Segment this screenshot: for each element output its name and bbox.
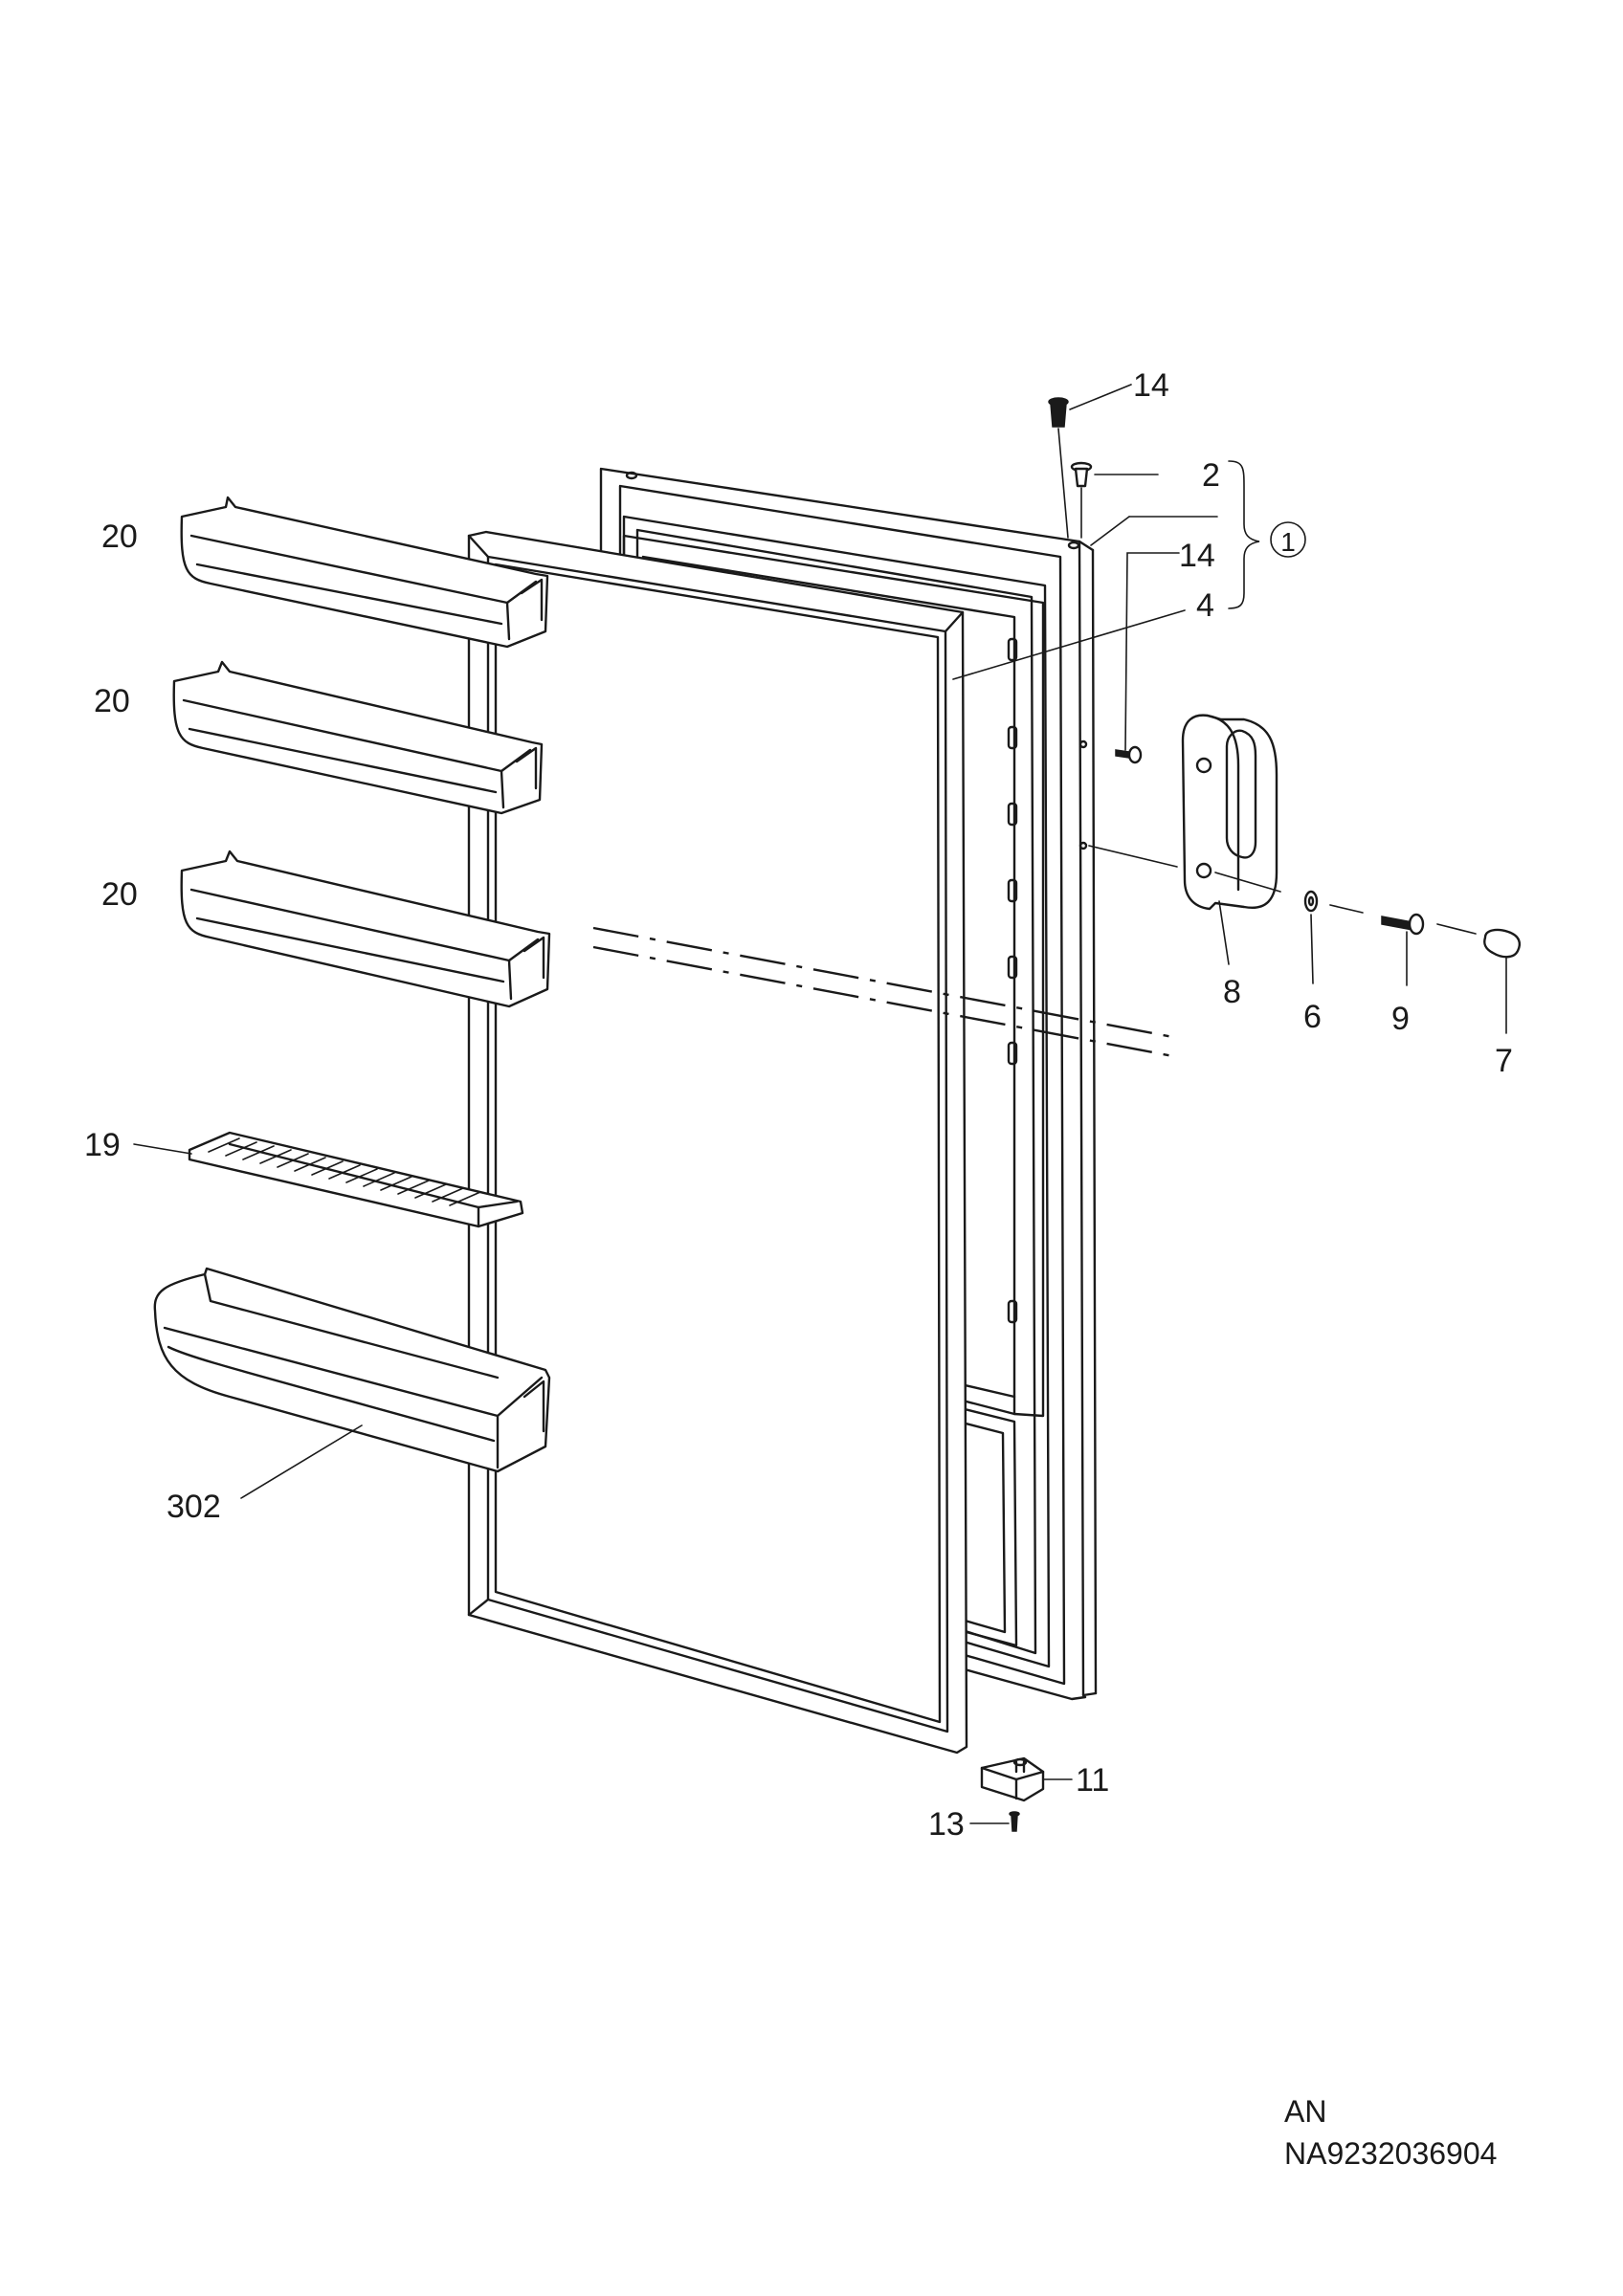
door-shelf-lower [180, 850, 551, 1008]
callout-302: 302 [167, 1489, 221, 1525]
leader-lines [133, 384, 1507, 1824]
break-lines [592, 926, 1174, 1058]
callout-2: 2 [1202, 457, 1220, 494]
door-gasket [467, 530, 968, 1755]
callout-labels: 14 2 1 14 4 20 20 20 19 302 8 6 9 7 11 1… [84, 367, 1513, 1843]
plug-part-14-top [1048, 397, 1069, 428]
callout-14-top: 14 [1133, 367, 1169, 404]
door-shelf-top [180, 496, 549, 649]
cap-part-7 [1483, 928, 1522, 959]
callout-1: 1 [1280, 527, 1296, 557]
callout-7: 7 [1495, 1043, 1513, 1079]
callout-6: 6 [1303, 999, 1322, 1035]
callout-20-middle: 20 [94, 683, 130, 719]
callout-20-top: 20 [101, 519, 138, 555]
callout-9: 9 [1391, 1001, 1410, 1037]
door-shelf-middle [172, 660, 544, 815]
drawing-code: AN NA9232036904 [1284, 2094, 1497, 2171]
bottle-shelf [153, 1267, 551, 1473]
door-handle [1181, 714, 1278, 911]
grille-shelf [188, 1131, 524, 1228]
callout-8: 8 [1223, 974, 1241, 1010]
hinge-part-11 [980, 1756, 1045, 1802]
drawing-code-line2: NA9232036904 [1284, 2136, 1497, 2171]
callout-11: 11 [1076, 1762, 1109, 1799]
callout-14-mid: 14 [1179, 538, 1215, 574]
callout-19: 19 [84, 1127, 121, 1163]
pin-part-2 [1070, 461, 1093, 488]
screw-part-9 [1381, 913, 1425, 936]
callout-13: 13 [928, 1806, 965, 1843]
screw-part-13 [1009, 1811, 1020, 1832]
drawing-code-line1: AN [1284, 2094, 1326, 2129]
callout-20-lower: 20 [101, 876, 138, 913]
washer-part-6 [1303, 890, 1319, 913]
screw-part-14-mid [1115, 745, 1143, 764]
callout-4: 4 [1196, 587, 1214, 624]
